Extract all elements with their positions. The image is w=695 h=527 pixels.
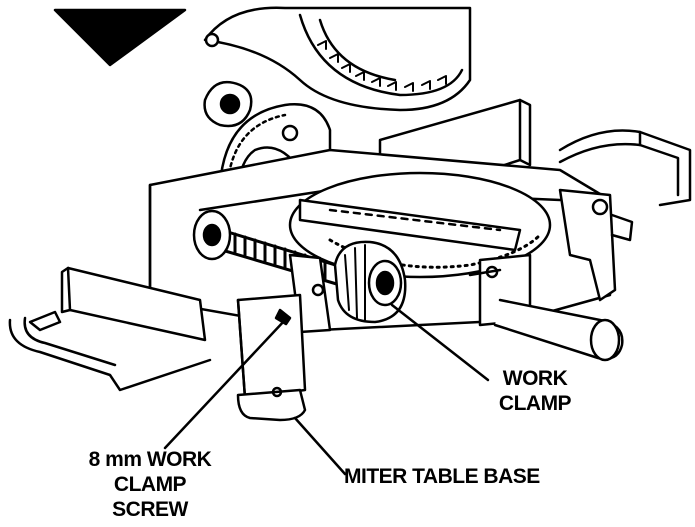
work-clamp-label-line-2: CLAMP	[498, 392, 572, 415]
clamp-screw-leader	[163, 318, 287, 450]
clamp-screw-label: 8 mm WORK CLAMP SCREW	[55, 447, 245, 522]
clamp-screw-label-line-1: 8 mm WORK	[88, 448, 212, 471]
clamp-bracket-holder	[236, 293, 307, 422]
left-extension-arm	[8, 266, 212, 392]
bevel-knob	[203, 80, 253, 128]
work-clamp-label: WORK CLAMP	[480, 366, 590, 416]
direction-arrow	[53, 8, 187, 67]
base-leader	[293, 416, 347, 476]
miter-handle	[468, 253, 624, 362]
saw-blade	[203, 6, 472, 112]
work-clamp-leader	[390, 303, 490, 382]
clamp-screw-label-line-3: SCREW	[112, 498, 188, 521]
miter-table-base-label: MITER TABLE BASE	[344, 465, 540, 488]
work-clamp-label-line-1: WORK	[502, 367, 568, 390]
right-clamp-bracket	[558, 188, 634, 302]
work-clamp-knob	[333, 240, 407, 324]
clamp-screw-label-line-2: CLAMP	[113, 473, 187, 496]
right-extension-arm	[558, 129, 692, 207]
